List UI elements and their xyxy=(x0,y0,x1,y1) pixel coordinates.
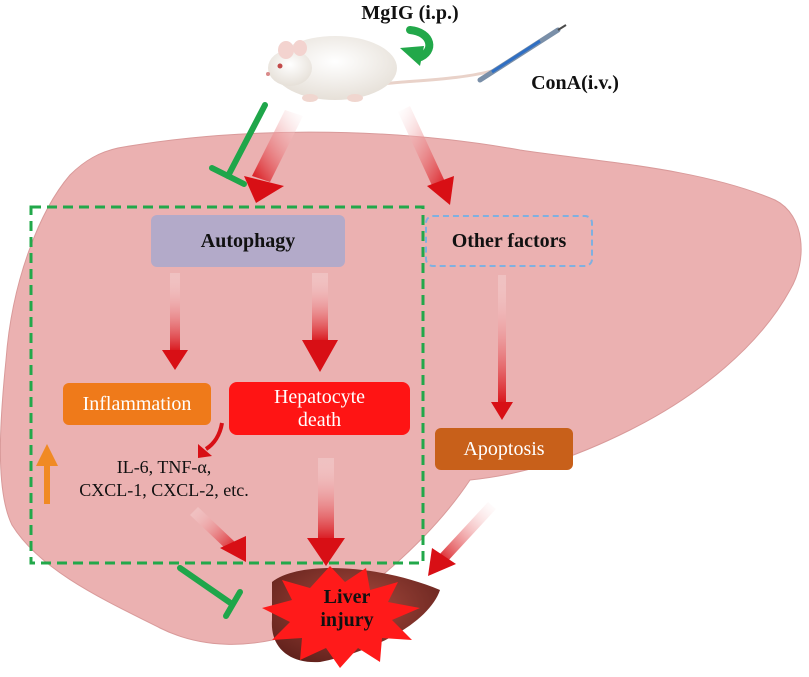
cona-label: ConA(i.v.) xyxy=(531,72,619,94)
hepatocyte-death-box: Hepatocyte death xyxy=(229,382,410,435)
curved-injection-arrow xyxy=(400,26,434,66)
upregulation-arrow xyxy=(36,444,58,504)
inhibit-arrow-liver-injury xyxy=(177,565,243,619)
arrow-apoptosis-to-injury xyxy=(428,502,496,576)
cytokines-line-2: CXCL-1, CXCL-2, etc. xyxy=(79,480,249,501)
hepatocyte-death-line-2: death xyxy=(297,408,342,431)
arrow-hepatocyte-death-to-injury xyxy=(307,458,345,566)
arrow-other-factors-to-apoptosis xyxy=(491,275,513,420)
arrow-cytokines-to-injury xyxy=(190,507,246,562)
inflammation-box: Inflammation xyxy=(63,383,211,425)
mgig-label: MgIG (i.p.) xyxy=(361,2,459,24)
curved-arrow-inflammation-to-cytokines xyxy=(198,422,224,458)
hepatocyte-death-line-1: Hepatocyte xyxy=(273,385,366,408)
inhibit-arrow-autophagy xyxy=(209,102,268,187)
apoptosis-box: Apoptosis xyxy=(435,428,573,470)
arrow-autophagy-to-hepatocyte-death xyxy=(302,273,338,372)
cytokines-label: IL-6, TNF-α, CXCL-1, CXCL-2, etc. xyxy=(64,456,264,503)
arrow-rat-to-autophagy xyxy=(244,110,303,203)
cytokines-line-1: IL-6, TNF-α, xyxy=(116,457,212,477)
liver-injury-burst xyxy=(262,566,420,668)
liver-injury-label: Liver injury xyxy=(300,586,394,632)
rat-illustration xyxy=(266,36,496,102)
arrow-autophagy-to-inflammation xyxy=(162,273,188,370)
liver-injury-line-2: injury xyxy=(320,609,374,631)
arrow-rat-to-other-factors xyxy=(398,106,454,205)
liver-injury-line-1: Liver xyxy=(323,586,371,608)
syringe-icon xyxy=(477,24,567,83)
other-factors-box: Other factors xyxy=(425,215,593,267)
autophagy-pathway-region xyxy=(29,205,425,565)
autophagy-box: Autophagy xyxy=(151,215,345,267)
